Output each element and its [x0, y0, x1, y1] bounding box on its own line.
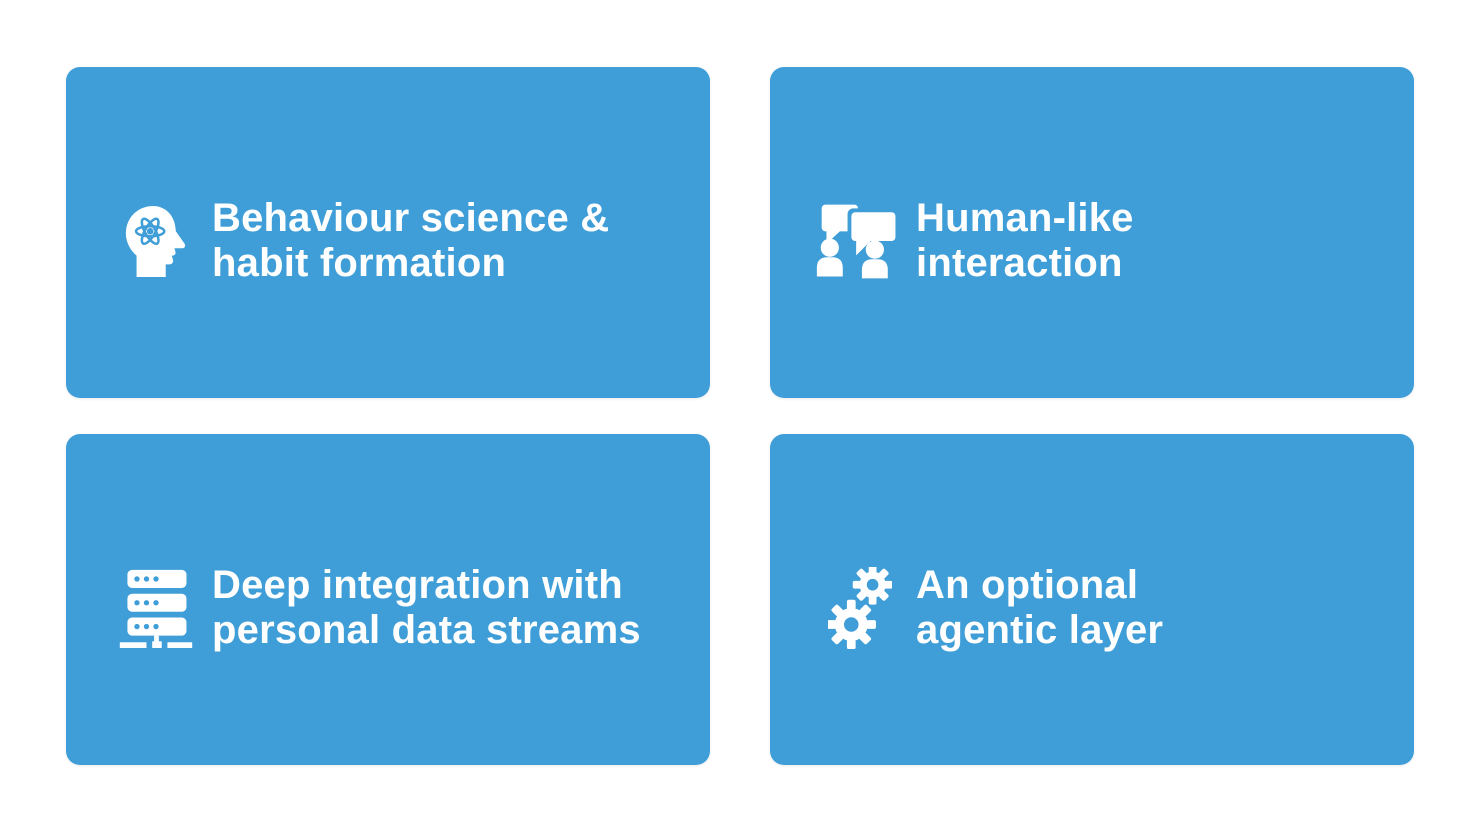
- card-title-line: habit formation: [212, 240, 507, 285]
- gears-icon: [812, 566, 908, 649]
- card-human-interaction: Human-like interaction: [770, 67, 1414, 398]
- card-title: Human-like interaction: [916, 196, 1134, 286]
- card-title: An optional agentic layer: [916, 563, 1163, 653]
- conversation-icon: [812, 202, 908, 280]
- feature-card-grid: Behaviour science & habit formation: [66, 67, 1414, 765]
- card-data-integration: Deep integration with personal data stre…: [66, 434, 710, 765]
- card-title-line: personal data streams: [212, 607, 641, 652]
- card-title-line: An optional: [916, 562, 1139, 607]
- card-title-line: agentic layer: [916, 607, 1164, 652]
- card-content: An optional agentic layer: [812, 563, 1163, 653]
- card-agentic-layer: An optional agentic layer: [770, 434, 1414, 765]
- card-behaviour-science: Behaviour science & habit formation: [66, 67, 710, 398]
- card-content: Behaviour science & habit formation: [108, 196, 609, 286]
- server-data-icon: [108, 568, 204, 648]
- card-content: Human-like interaction: [812, 196, 1134, 286]
- card-title-line: interaction: [916, 240, 1123, 285]
- card-content: Deep integration with personal data stre…: [108, 563, 641, 653]
- card-title: Behaviour science & habit formation: [212, 196, 609, 286]
- card-title-line: Human-like: [916, 195, 1134, 240]
- card-title-line: Behaviour science &: [212, 195, 610, 240]
- head-atom-icon: [108, 204, 204, 278]
- card-title: Deep integration with personal data stre…: [212, 563, 641, 653]
- card-title-line: Deep integration with: [212, 562, 623, 607]
